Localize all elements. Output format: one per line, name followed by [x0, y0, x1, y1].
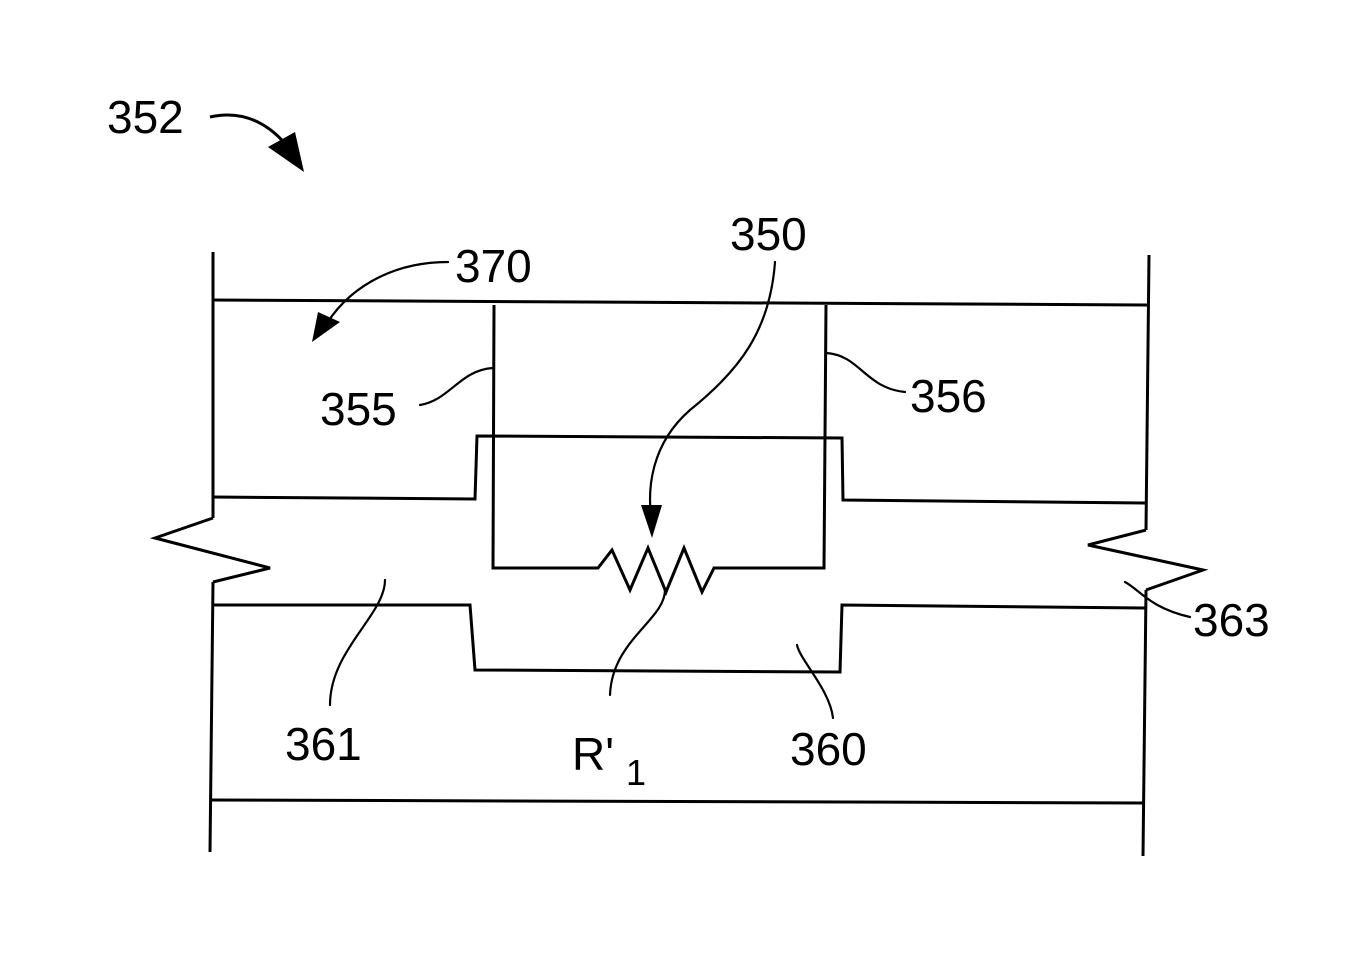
left-zigzag-break	[155, 518, 270, 582]
leader-361	[330, 580, 385, 705]
label-350: 350	[730, 208, 807, 260]
lower-layer-top-edge	[213, 605, 1146, 672]
left-boundary-lower	[210, 582, 213, 852]
label-361: 361	[285, 718, 362, 770]
right-boundary-upper	[1146, 255, 1149, 530]
leader-356	[826, 353, 905, 392]
label-355: 355	[320, 383, 397, 435]
right-zigzag-break	[1088, 530, 1203, 590]
label-resistance-subscript: 1	[626, 752, 646, 793]
label-370: 370	[455, 240, 532, 292]
label-363: 363	[1193, 594, 1270, 646]
label-352: 352	[107, 91, 184, 143]
label-360: 360	[790, 723, 867, 775]
region-arrow	[323, 262, 448, 330]
leader-360	[797, 645, 833, 718]
label-resistance: R'	[572, 728, 614, 780]
bottom-layer-edge	[210, 800, 1143, 803]
upper-layer-bottom-edge	[213, 436, 1146, 503]
label-356: 356	[910, 370, 987, 422]
top-layer-edge	[213, 300, 1149, 305]
central-body	[493, 305, 826, 592]
right-boundary-lower	[1143, 590, 1146, 856]
assembly-arrowhead	[268, 132, 304, 172]
region-arrowhead	[312, 312, 340, 342]
resistor-arrow	[650, 262, 775, 515]
leader-R1	[610, 590, 665, 695]
leader-355	[420, 368, 493, 405]
resistor-arrowhead	[641, 505, 662, 538]
